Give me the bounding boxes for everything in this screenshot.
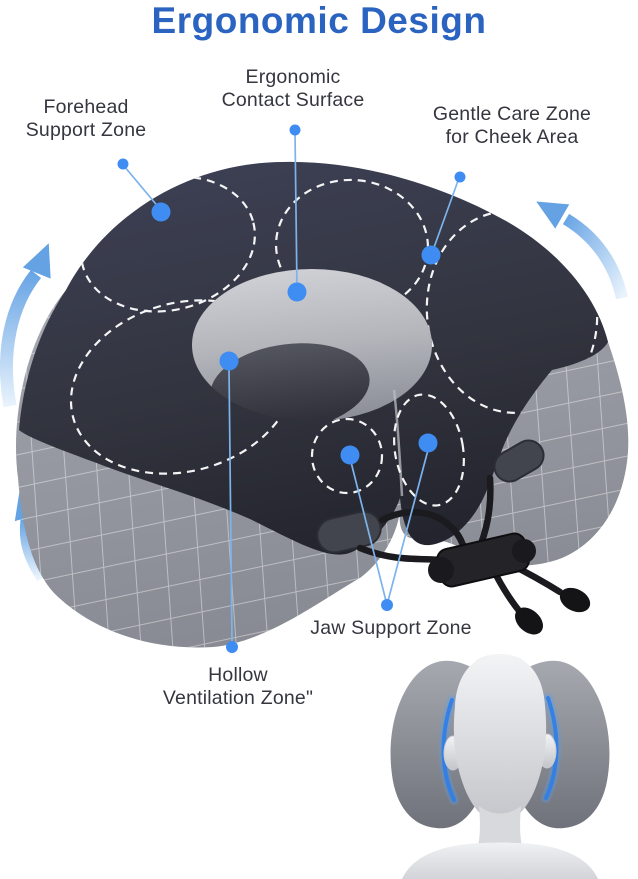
callout-dot-large-forehead [151,202,171,222]
cord-end-left [492,571,524,616]
callout-line-jaw-left [350,461,387,602]
neck-pillow [16,161,629,648]
zone-outline-jaw-right [393,393,465,507]
callout-dot-large-jaw-left [340,445,360,465]
pillow-button-left [316,510,382,554]
callout-dot-small-forehead [117,158,129,170]
label-line: Gentle Care Zone [432,103,592,125]
adjuster-cord-loop [378,509,467,549]
label-line: Ventilation Zone" [162,687,314,709]
pillow-button-right [493,439,545,483]
label-line: Ergonomic [245,66,341,88]
zone-outline-jaw-left [310,417,384,495]
label-gentle-care-zone: Gentle Care Zone for Cheek Area [398,103,626,149]
label-ergonomic-contact-surface: Ergonomic Contact Surface [173,66,413,112]
cord-lock-cap-right [512,539,536,563]
callout-dot-large-cheek [421,245,441,265]
label-hollow-ventilation-zone: Hollow Ventilation Zone" [123,664,353,710]
mannequin-head [453,654,547,823]
callout-dot-large-jaw-right [418,433,438,453]
cord-tip-right [559,587,591,613]
label-jaw-support-zone: Jaw Support Zone [281,617,501,640]
callout-dots [117,124,466,653]
label-line: Support Zone [25,119,147,141]
airflow-arrow-right-icon [536,201,628,300]
callout-line-forehead [123,165,161,210]
label-line: Contact Surface [221,89,365,111]
label-line: Jaw Support Zone [310,617,472,639]
callout-dot-small-hollow [226,641,238,653]
page-title: Ergonomic Design [151,0,487,41]
callout-lines [123,131,460,644]
label-line: for Cheek Area [445,126,579,148]
callout-dot-large-hollow [219,351,239,371]
pillow-top-surface [19,161,608,555]
callout-line-cheek [431,177,460,254]
callout-line-contact [294,131,298,291]
callout-dot-small-cheek [454,171,466,183]
cord-tip-left [515,607,543,635]
airflow-arrow-top-left-icon [0,243,51,408]
cord-lock-cap-left [428,557,454,583]
label-forehead-support-zone: Forehead Support Zone [2,96,170,142]
callout-line-hollow [228,366,233,644]
pillow-neck-hole [210,343,370,431]
callout-dot-large-contact [287,282,307,302]
callout-dot-small-contact [289,124,301,136]
callout-dot-small-jaw [381,599,393,611]
label-line: Forehead [43,96,129,118]
mannequin-shoulders [402,842,598,879]
mannequin-demo [390,654,610,879]
pillow-seam [392,389,404,497]
callout-line-jaw-right [387,449,429,602]
label-line: Hollow [208,664,268,686]
